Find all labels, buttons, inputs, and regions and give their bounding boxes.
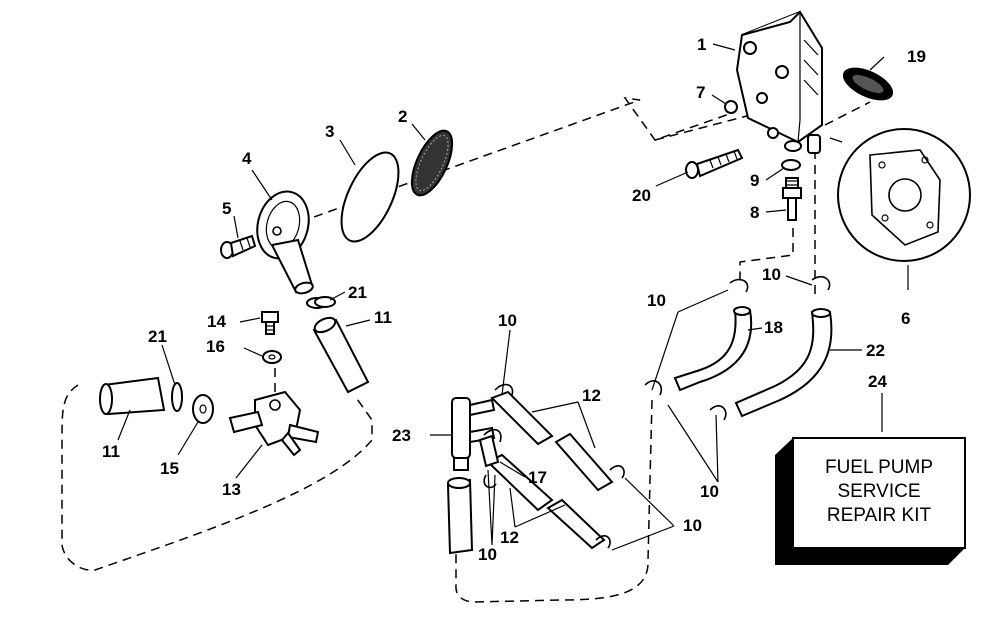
hose-12-b — [554, 432, 614, 492]
callout-1: 1 — [697, 35, 706, 54]
fitting-8 — [782, 177, 802, 221]
screw-5 — [220, 234, 257, 259]
washer-15 — [192, 394, 214, 424]
o-ring-3 — [340, 151, 400, 243]
screw-20 — [685, 148, 744, 179]
washer-16 — [262, 350, 282, 364]
fitting-17 — [478, 434, 500, 468]
callout-11-b: 11 — [102, 442, 120, 461]
callout-19: 19 — [907, 47, 926, 66]
callout-3: 3 — [325, 122, 334, 141]
gasket-19 — [842, 67, 894, 101]
callout-labels: 1 2 3 4 5 6 7 8 9 10 10 10 10 10 10 11 1… — [102, 35, 926, 564]
hose-18 — [673, 306, 753, 392]
hose-lower-vertical — [446, 477, 474, 555]
callout-24: 24 — [868, 372, 887, 391]
callout-11-a: 11 — [374, 308, 392, 327]
kit-line-1: FUEL PUMP — [825, 457, 933, 478]
hose-11-lower — [99, 376, 166, 416]
callout-10-f: 10 — [478, 545, 497, 564]
callout-18: 18 — [764, 318, 783, 337]
callout-12-a: 12 — [582, 386, 601, 405]
valve-13 — [228, 390, 320, 457]
screw-14 — [261, 311, 279, 335]
callout-10-d: 10 — [700, 482, 719, 501]
callout-21-a: 21 — [348, 283, 367, 302]
leader-lines — [117, 43, 909, 551]
callout-10-b: 10 — [647, 291, 666, 310]
callout-8: 8 — [750, 203, 759, 222]
screen-2 — [410, 129, 454, 197]
callout-13: 13 — [222, 480, 241, 499]
kit-box-text: FUEL PUMP SERVICE REPAIR KIT — [825, 457, 933, 526]
clip-21-upper — [306, 296, 336, 309]
callout-22: 22 — [866, 341, 885, 360]
callout-12-b: 12 — [500, 528, 519, 547]
callout-10-c: 10 — [498, 311, 517, 330]
callout-17: 17 — [528, 468, 547, 487]
callout-5: 5 — [222, 199, 231, 218]
callout-15: 15 — [160, 459, 179, 478]
gasket-detail-6 — [829, 128, 971, 262]
callout-2: 2 — [398, 107, 407, 126]
callout-16: 16 — [206, 337, 225, 356]
hose-12-d — [546, 498, 606, 550]
hose-22 — [734, 308, 833, 418]
pump-cover-4 — [256, 190, 314, 295]
kit-line-3: REPAIR KIT — [827, 505, 932, 526]
o-ring-7 — [724, 100, 738, 114]
washer-9 — [781, 159, 801, 171]
callout-23: 23 — [392, 426, 411, 445]
tee-fitting-23 — [451, 397, 496, 471]
callout-7: 7 — [696, 83, 705, 102]
callout-4: 4 — [242, 149, 252, 168]
fuel-pump-body — [735, 10, 823, 154]
callout-20: 20 — [632, 186, 651, 205]
callout-9: 9 — [750, 171, 759, 190]
callout-10-e: 10 — [683, 516, 702, 535]
service-kit-box-24 — [775, 437, 966, 565]
callout-21-b: 21 — [148, 327, 167, 346]
callout-14: 14 — [207, 312, 226, 331]
callout-6: 6 — [901, 309, 910, 328]
callout-10-a: 10 — [762, 265, 781, 284]
clip-21-lower — [171, 382, 183, 412]
assembly-guide-lines — [61, 97, 871, 603]
hose-11-upper — [312, 316, 370, 394]
kit-line-2: SERVICE — [837, 481, 920, 502]
